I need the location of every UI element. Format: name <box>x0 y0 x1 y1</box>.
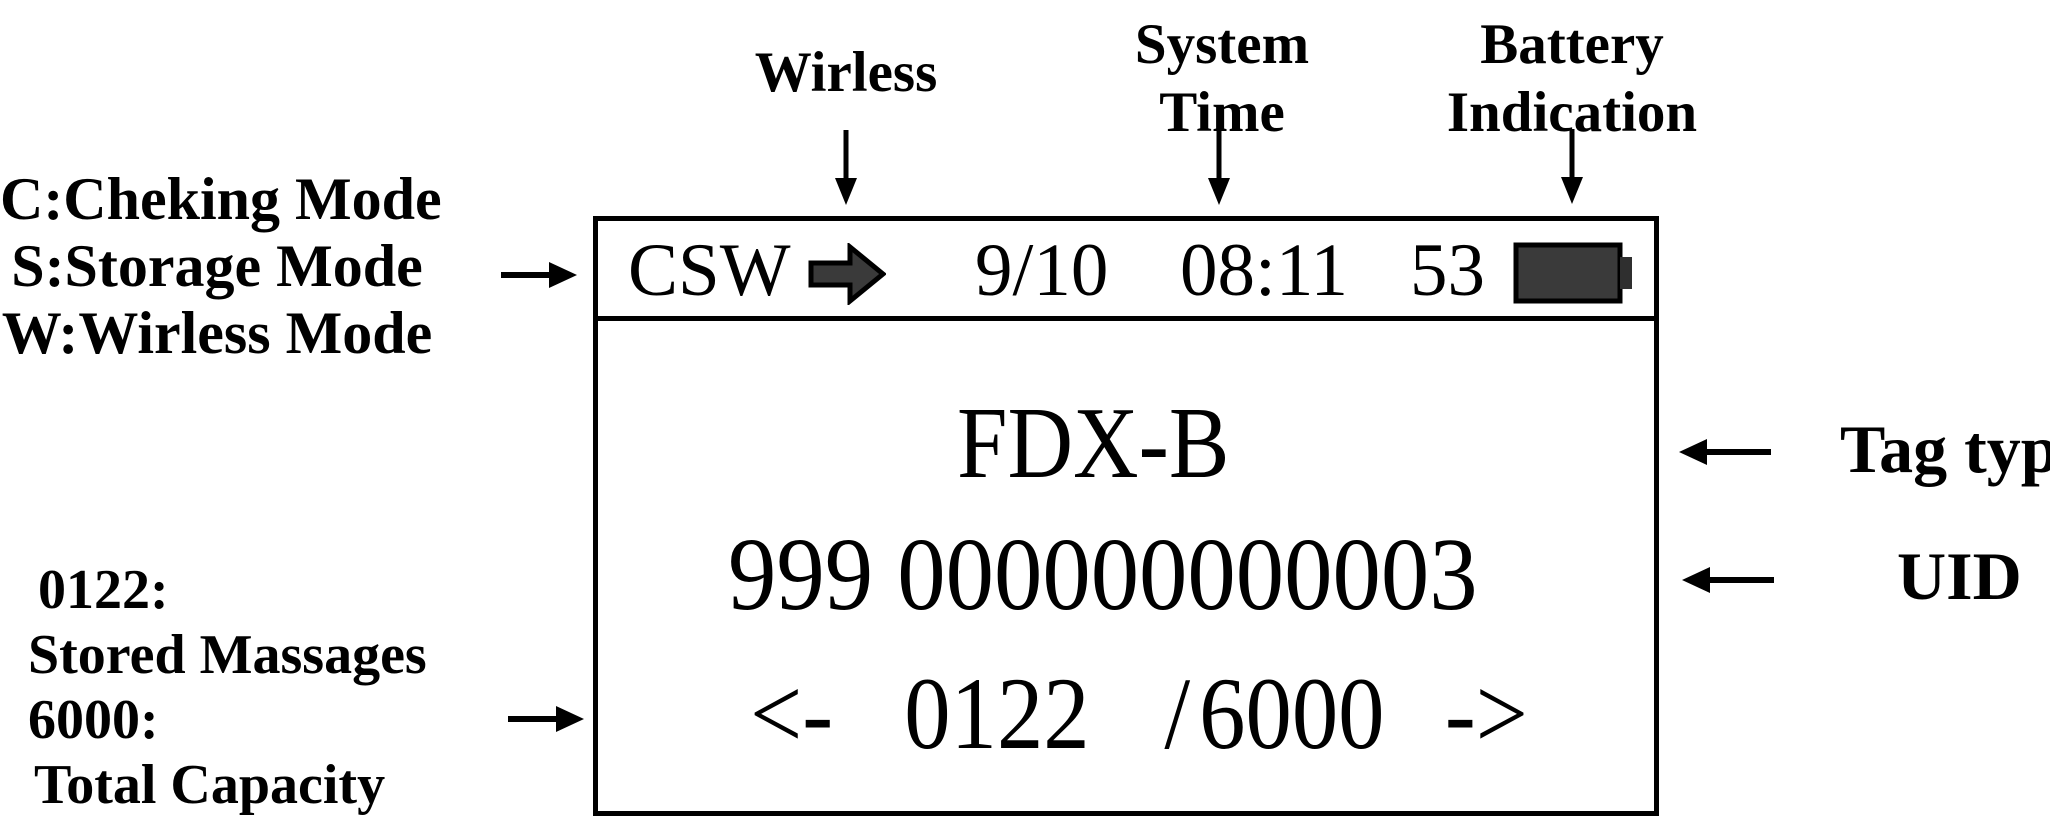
counter-legend-label: 0122: Stored Massages 6000: Total Capaci… <box>28 558 427 818</box>
status-date: 9/10 <box>975 229 1109 312</box>
mode-legend-line3: W:Wirless Mode <box>1 300 433 366</box>
battery-line1: Battery <box>1480 13 1664 76</box>
battery-callout-label: Battery Indication <box>1422 11 1722 147</box>
mode-callout-right-arrow-icon <box>499 259 579 291</box>
wireless-callout-label: Wirless <box>754 41 938 104</box>
display-tag-type: FDX-B <box>957 387 1230 500</box>
counter-legend-line4: Total Capacity <box>34 754 386 816</box>
counter-legend-line3: 6000: <box>28 689 159 751</box>
pager-total-capacity: 6000 <box>1199 657 1385 771</box>
mode-legend-label: C:Cheking Mode S:Storage Mode W:Wirless … <box>0 166 442 367</box>
display-pager-row: <-0122/6000-> <box>750 663 1528 766</box>
uid-callout-left-arrow-icon <box>1680 564 1776 596</box>
status-mode-indicator: CSW <box>628 229 791 312</box>
wireless-callout-down-arrow-icon <box>831 128 861 206</box>
tag-type-callout-label: Tag type <box>1840 411 2050 487</box>
wireless-mode-icon <box>808 243 886 305</box>
uid-callout-label: UID <box>1897 538 2022 614</box>
counter-legend-line1: 0122: <box>38 559 169 621</box>
battery-icon <box>1513 242 1635 304</box>
status-bar <box>598 221 1654 321</box>
mode-legend-line2: S:Storage Mode <box>11 233 423 299</box>
mode-legend-line1: C:Cheking Mode <box>0 166 442 232</box>
pager-prev-arrow: <- <box>750 657 834 771</box>
system-time-callout-down-arrow-icon <box>1204 128 1234 206</box>
system-time-line1: System <box>1134 13 1310 76</box>
counter-legend-line2: Stored Massages <box>28 624 427 686</box>
status-time: 08:11 <box>1180 229 1349 312</box>
pager-callout-right-arrow-icon <box>506 703 586 735</box>
status-battery-percent: 53 <box>1410 229 1485 312</box>
system-time-line2: Time <box>1159 81 1285 144</box>
battery-callout-down-arrow-icon <box>1557 127 1587 205</box>
pager-stored-count: 0122 <box>904 657 1090 771</box>
tag-type-callout-left-arrow-icon <box>1677 436 1773 468</box>
device-display-screen: CSW 9/10 08:11 53 FDX-B 999 000000000003… <box>593 216 1659 816</box>
pager-next-arrow: -> <box>1444 657 1528 771</box>
display-uid: 999 000000000003 <box>728 517 1478 632</box>
system-time-callout-label: System Time <box>1072 11 1372 147</box>
pager-separator: / <box>1164 657 1191 771</box>
